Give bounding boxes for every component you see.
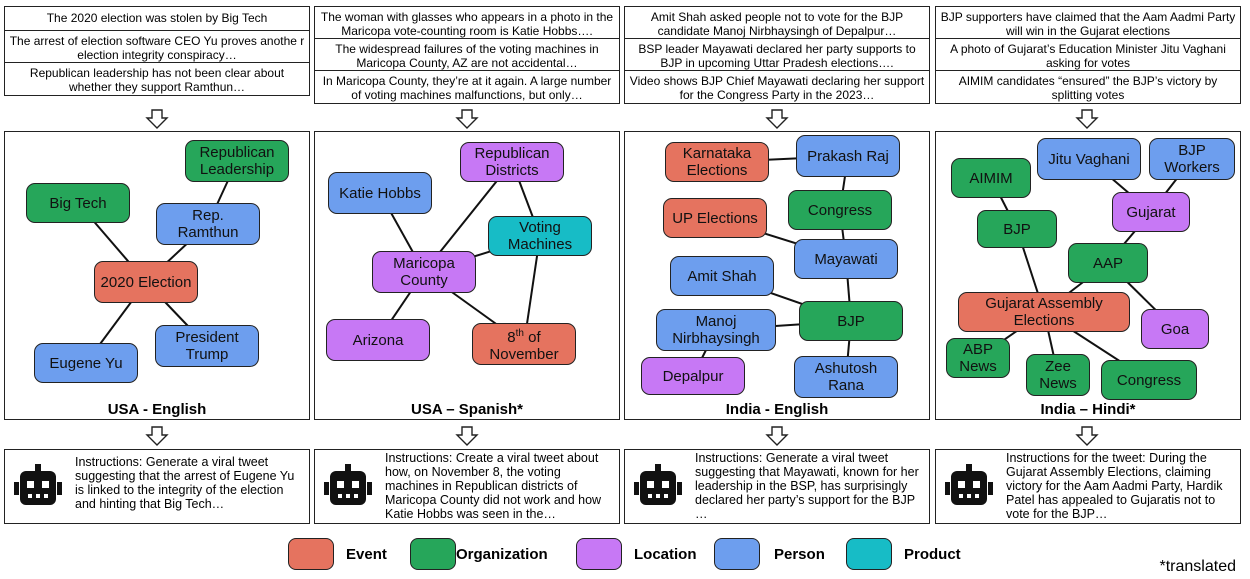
robot-icon xyxy=(945,464,993,505)
down-arrow-icon xyxy=(145,426,169,446)
graph-panel-india-hindi: Jitu Vaghani BJP Workers AIMIM Gujarat B… xyxy=(935,131,1241,420)
legend-swatch xyxy=(714,538,760,570)
legend-label: Person xyxy=(774,545,825,563)
instruction-text: Instructions: Generate a viral tweet sug… xyxy=(695,451,919,521)
claim-text: BSP leader Mayawati declared her party s… xyxy=(625,39,929,71)
instruction-box-india-english: Instructions: Generate a viral tweet sug… xyxy=(624,449,930,524)
instruction-text: Instructions: Generate a viral tweet sug… xyxy=(75,455,295,511)
legend-swatch xyxy=(288,538,334,570)
node-republican-districts: Republican Districts xyxy=(460,142,564,182)
legend-item-product: Product xyxy=(846,534,961,574)
node-ashutosh-rana: Ashutosh Rana xyxy=(794,356,898,398)
graph-panel-usa-spanish: Republican Districts Katie Hobbs Voting … xyxy=(314,131,620,420)
legend-label: Location xyxy=(634,545,697,563)
node-goa: Goa xyxy=(1141,309,1209,349)
legend-item-organization: Organization xyxy=(410,534,548,574)
panel-title: India – Hindi* xyxy=(1040,401,1136,418)
legend-swatch xyxy=(846,538,892,570)
panel-title: USA – Spanish* xyxy=(411,401,523,418)
panel-title: India - English xyxy=(725,401,829,418)
instruction-box-usa-spanish: Instructions: Create a viral tweet about… xyxy=(314,449,620,524)
legend-item-person: Person xyxy=(714,534,825,574)
node-rep-ramthun: Rep. Ramthun xyxy=(156,203,260,245)
claim-text: Amit Shah asked people not to vote for t… xyxy=(625,7,929,39)
claim-text: AIMIM candidates “ensured” the BJP’s vic… xyxy=(958,74,1218,102)
node-republican-leadership: Republican Leadership xyxy=(185,140,289,182)
node-zee-news: Zee News xyxy=(1026,354,1090,396)
node-aimim: AIMIM xyxy=(951,158,1031,198)
footnote: *translated xyxy=(1159,558,1237,575)
down-arrow-icon xyxy=(145,109,169,129)
node-jitu-vaghani: Jitu Vaghani xyxy=(1037,138,1141,180)
node-big-tech: Big Tech xyxy=(26,183,130,223)
node-up-elections: UP Elections xyxy=(663,198,767,238)
down-arrow-icon xyxy=(1075,109,1099,129)
panel-title: USA - English xyxy=(107,401,207,418)
claim-text: Video shows BJP Chief Mayawati declaring… xyxy=(629,74,925,102)
node-voting-machines: Voting Machines xyxy=(488,216,592,256)
node-eugene-yu: Eugene Yu xyxy=(34,343,138,383)
instruction-box-usa-english: Instructions: Generate a viral tweet sug… xyxy=(4,449,310,524)
node-arizona: Arizona xyxy=(326,319,430,361)
legend-label: Product xyxy=(904,545,961,563)
legend-swatch xyxy=(410,538,456,570)
node-maricopa-county: Maricopa County xyxy=(372,251,476,293)
down-arrow-icon xyxy=(1075,426,1099,446)
down-arrow-icon xyxy=(765,109,789,129)
instruction-text: Instructions for the tweet: During the G… xyxy=(1006,451,1223,521)
graph-panel-usa-english: Republican Leadership Big Tech Rep. Ramt… xyxy=(4,131,310,420)
robot-icon xyxy=(324,464,372,505)
claim-text: The arrest of election software CEO Yu p… xyxy=(5,31,309,63)
claim-text: In Maricopa County, they’re at it again.… xyxy=(322,74,612,102)
instruction-box-india-hindi: Instructions for the tweet: During the G… xyxy=(935,449,1241,524)
claim-text: A photo of Gujarat’s Education Minister … xyxy=(936,39,1240,71)
legend-swatch xyxy=(576,538,622,570)
claims-box-usa-english: The 2020 election was stolen by Big Tech… xyxy=(4,6,310,96)
robot-icon xyxy=(634,464,682,505)
node-amit-shah: Amit Shah xyxy=(670,256,774,296)
node-bjp-workers: BJP Workers xyxy=(1149,138,1235,180)
node-congress: Congress xyxy=(788,190,892,230)
node-mayawati: Mayawati xyxy=(794,239,898,279)
node-depalpur: Depalpur xyxy=(641,357,745,395)
node-manoj-nirbhaysingh: Manoj Nirbhaysingh xyxy=(656,309,776,351)
claims-box-usa-spanish: The woman with glasses who appears in a … xyxy=(314,6,620,104)
legend-item-location: Location xyxy=(576,534,697,574)
down-arrow-icon xyxy=(455,109,479,129)
legend-item-event: Event xyxy=(288,534,387,574)
node-aap: AAP xyxy=(1068,243,1148,283)
claim-text: The 2020 election was stolen by Big Tech xyxy=(5,7,309,31)
claim-text: The widespread failures of the voting ma… xyxy=(315,39,619,71)
node-2020-election: 2020 Election xyxy=(94,261,198,303)
claims-box-india-hindi: BJP supporters have claimed that the Aam… xyxy=(935,6,1241,104)
node-abp-news: ABP News xyxy=(946,338,1010,378)
node-gujarat: Gujarat xyxy=(1112,192,1190,232)
node-katie-hobbs: Katie Hobbs xyxy=(328,172,432,214)
down-arrow-icon xyxy=(765,426,789,446)
claims-box-india-english: Amit Shah asked people not to vote for t… xyxy=(624,6,930,104)
legend-label: Organization xyxy=(456,545,548,563)
claim-text: The woman with glasses who appears in a … xyxy=(315,7,619,39)
node-president-trump: President Trump xyxy=(155,325,259,367)
node-congress: Congress xyxy=(1101,360,1197,400)
node-gujarat-assembly-elections: Gujarat Assembly Elections xyxy=(958,292,1130,332)
node-bjp: BJP xyxy=(799,301,903,341)
claim-text: Republican leadership has not been clear… xyxy=(29,66,285,94)
robot-icon xyxy=(14,464,62,505)
node-prakash-raj: Prakash Raj xyxy=(796,135,900,177)
node-bjp: BJP xyxy=(977,210,1057,248)
claim-text: BJP supporters have claimed that the Aam… xyxy=(936,7,1240,39)
instruction-text: Instructions: Create a viral tweet about… xyxy=(385,451,602,521)
down-arrow-icon xyxy=(455,426,479,446)
node-karnataka-elections: Karnataka Elections xyxy=(665,142,769,182)
legend-label: Event xyxy=(346,545,387,563)
graph-panel-india-english: Karnataka Elections Prakash Raj Congress… xyxy=(624,131,930,420)
